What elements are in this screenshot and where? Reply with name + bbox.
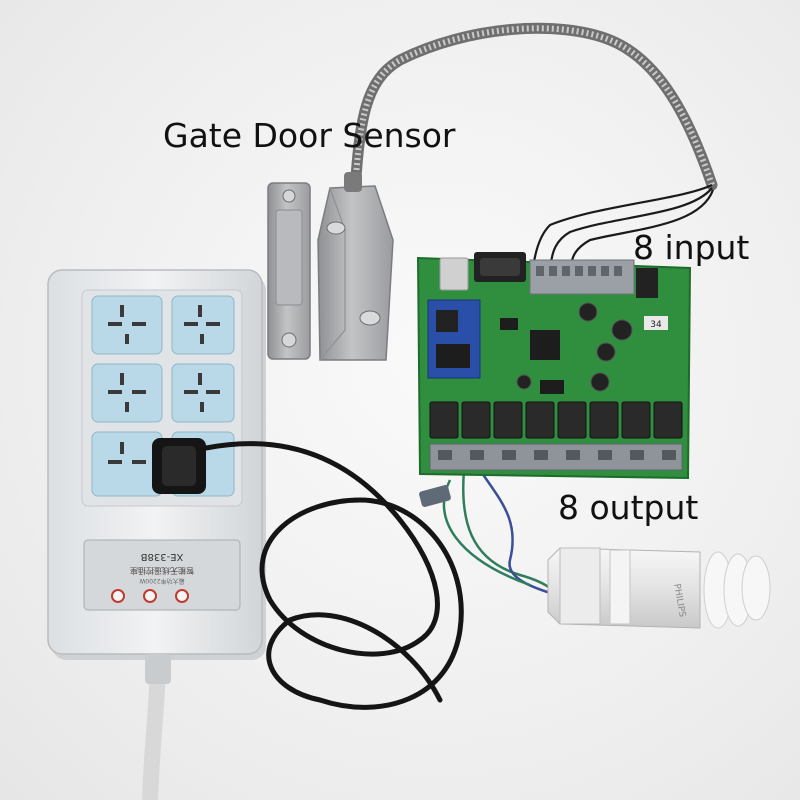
- output-wires: [442, 469, 562, 601]
- relay: [525, 401, 555, 439]
- socket: [171, 295, 235, 355]
- caption-8-input: 8 input: [633, 228, 750, 267]
- gate-door-sensor: [267, 172, 394, 361]
- socket: [91, 431, 163, 497]
- sensor-switch: [317, 172, 394, 361]
- strip-label-plate: XE-338B 智能无线遥控插座 最大功率2200W: [83, 539, 241, 611]
- socket: [171, 363, 235, 423]
- indicator-light: [111, 589, 125, 603]
- armored-cable: [349, 22, 718, 196]
- socket: [91, 363, 163, 423]
- output-terminal-block: [429, 443, 683, 471]
- strip-brand-text: 智能无线遥控插座: [130, 566, 194, 576]
- power-strip: XE-338B 智能无线遥控插座 最大功率2200W: [47, 269, 266, 800]
- board-sticker: [644, 316, 668, 330]
- black-cable: [203, 441, 464, 710]
- relay: [557, 401, 587, 439]
- input-wires: [532, 184, 715, 267]
- relay: [653, 401, 683, 439]
- indicator-light: [175, 589, 189, 603]
- relay: [493, 401, 523, 439]
- capacitors: [516, 302, 633, 392]
- relay-board: 34: [416, 252, 692, 480]
- cord-strain-relief: [145, 654, 171, 684]
- light-bulb: PHILIPS: [547, 547, 771, 629]
- rj45-port: [439, 257, 469, 291]
- black-plug: [152, 438, 206, 494]
- relay: [461, 401, 491, 439]
- strip-model-text: XE-338B: [141, 551, 184, 562]
- caption-gate-door-sensor: Gate Door Sensor: [163, 116, 456, 155]
- socket: [91, 295, 163, 355]
- wire-connector: [419, 485, 451, 507]
- bulb-spiral: [703, 551, 771, 629]
- microcontroller-chip: [530, 330, 560, 360]
- relay-row: [429, 401, 683, 439]
- input-terminal-block: [529, 259, 635, 295]
- relay: [589, 401, 619, 439]
- strip-rating-text: 最大功率2200W: [139, 577, 184, 585]
- caption-8-output: 8 output: [558, 488, 699, 527]
- board-mark-text: 34: [650, 320, 662, 330]
- power-jack: [636, 268, 658, 298]
- sensor-magnet: [267, 182, 311, 360]
- relay: [429, 401, 459, 439]
- relay: [621, 401, 651, 439]
- indicator-light: [143, 589, 157, 603]
